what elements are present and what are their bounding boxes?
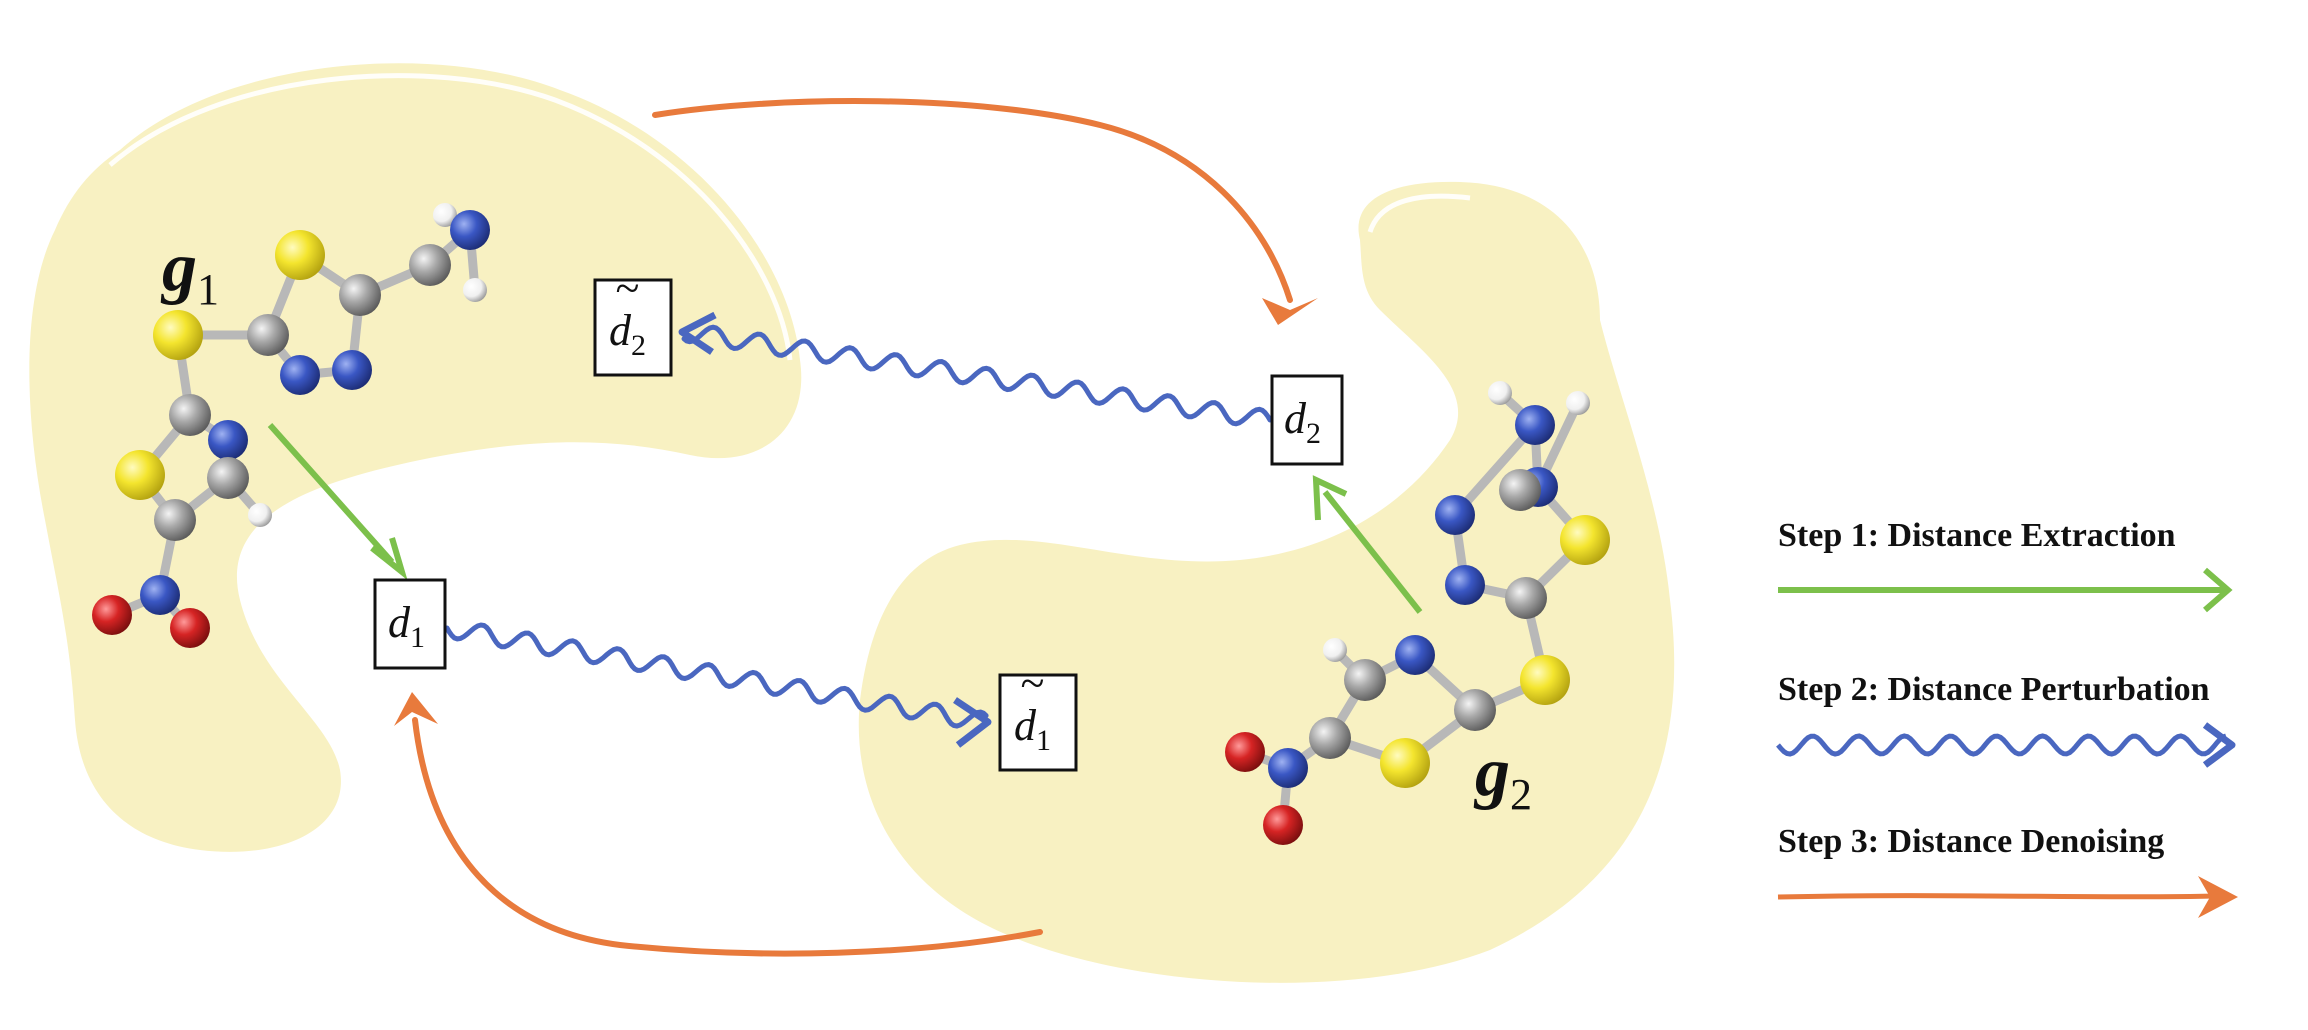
legend: Step 1: Distance Extraction Step 2: Dist… (1776, 517, 2238, 918)
legend-arrow-step2 (1776, 733, 2227, 757)
legend-arrow-step3-head (2198, 876, 2238, 918)
svg-text:d1: d1 (388, 598, 425, 654)
denoise-arrow-top (652, 98, 1293, 303)
perturb-arrow-2-head (678, 311, 717, 355)
label-g1: g1 (160, 229, 219, 314)
box-d2-tilde: ~ d2 (593, 264, 673, 377)
blob-right (858, 181, 1675, 983)
legend-arrow-step3 (1777, 893, 2216, 900)
legend-label-step3: Step 3: Distance Denoising (1778, 823, 2164, 860)
legend-label-step1: Step 1: Distance Extraction (1778, 517, 2176, 554)
extract-arrow-1 (267, 423, 395, 564)
blob-right-outline (1367, 193, 1471, 233)
extract-arrow-1-head (370, 537, 408, 581)
box-d1: d1 (373, 578, 447, 670)
svg-text:d1: d1 (1014, 701, 1051, 757)
perturb-wave-1 (444, 622, 989, 729)
svg-text:d2: d2 (609, 306, 646, 362)
perturb-wave-2 (681, 324, 1273, 427)
denoise-arrow-top-head (1262, 298, 1318, 325)
denoise-arrow-bottom (412, 717, 1043, 957)
svg-text:d2: d2 (1284, 394, 1321, 450)
blob-left-outline (108, 73, 793, 361)
label-g2: g2 (1473, 734, 1532, 819)
legend-arrow-step2-head (2202, 722, 2236, 768)
svg-text:~: ~ (615, 264, 639, 313)
perturb-arrow-1-head (953, 697, 992, 748)
legend-label-step2: Step 2: Distance Perturbation (1778, 671, 2210, 708)
molecule-g2 (1225, 381, 1610, 845)
legend-arrow-step1-head (2203, 567, 2233, 613)
box-d1-tilde: ~ d1 (998, 659, 1078, 772)
extract-arrow-2-head (1312, 475, 1348, 521)
denoise-arrow-bottom-head (394, 692, 438, 726)
extract-arrow-2 (1322, 490, 1423, 614)
molecule-g1 (92, 203, 490, 648)
svg-text:~: ~ (1020, 659, 1044, 708)
blob-left (29, 63, 802, 852)
box-d2: d2 (1270, 374, 1344, 466)
